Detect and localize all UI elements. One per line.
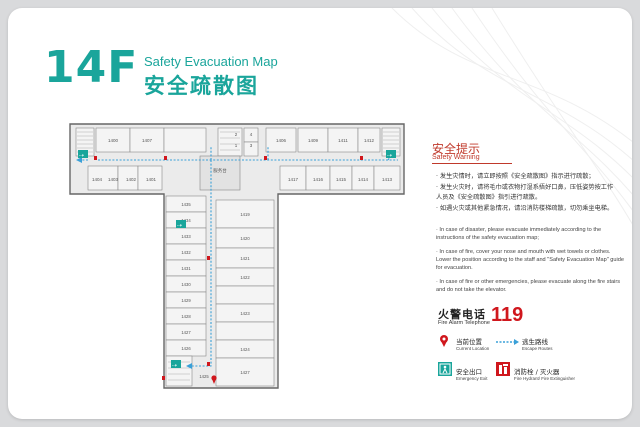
warning-divider <box>432 163 512 164</box>
room-label: 1406 <box>276 138 287 143</box>
legend-hydrant: 消防栓 / 灭火器 Fire Hydrant/ Fire Extinguishe… <box>514 368 576 381</box>
room-label: 1429 <box>181 298 191 303</box>
warning-cn-list: · 发生灾情时，请立即按照《安全疏散图》指示进行疏散； · 发生火灾时，请将毛巾… <box>436 172 616 215</box>
alarm-label-cn: 火警电话 <box>438 308 486 321</box>
service-core <box>199 155 241 191</box>
room-label: 1421 <box>240 256 250 261</box>
room-label: 1416 <box>313 177 324 182</box>
room <box>327 127 359 153</box>
stair-label: 3 <box>250 143 253 148</box>
legend-escape: 逃生路线 Escape Routes <box>522 338 553 351</box>
warning-cn-item: · 发生火灾时，请将毛巾或衣物打湿系捂好口鼻，压低姿势按工作人员及《安全疏散图》… <box>436 184 614 201</box>
stair-label: 1 <box>235 143 238 148</box>
room <box>265 127 297 153</box>
room-label: 1430 <box>181 282 191 287</box>
room-label: 1426 <box>181 346 191 351</box>
warning-en-item: · In case of fire or other emergencies, … <box>436 279 621 293</box>
room-label: 1431 <box>181 266 191 271</box>
room-label: 1417 <box>288 177 299 182</box>
room-label: 1433 <box>181 234 191 239</box>
room <box>215 199 275 229</box>
decorative-lines <box>391 8 632 225</box>
room <box>373 165 401 191</box>
room-label: 1414 <box>358 177 369 182</box>
room-label: 1400 <box>108 138 119 143</box>
warning-title: 安全提示 <box>432 142 481 156</box>
room <box>279 165 307 191</box>
warning-cn-item: · 如遇火灾或其他紧急情况，请沿消防楼梯疏散，切勿乘坐电梯。 <box>436 205 614 212</box>
room-label: 1435 <box>181 202 191 207</box>
location-pin-icon <box>440 335 448 347</box>
room-label: 1415 <box>336 177 347 182</box>
fire-hydrant-icon <box>496 362 510 376</box>
title-chinese: 安全疏散图 <box>144 74 259 98</box>
warning-en-item: · In case of fire, cover your nose and m… <box>436 249 624 271</box>
warning-subtitle: Safety Warning <box>432 154 480 161</box>
emergency-exit-icon <box>438 362 452 376</box>
room-label: 1420 <box>240 236 250 241</box>
room-label: 1402 <box>126 177 137 182</box>
stair-label: 2 <box>235 132 238 137</box>
svg-text:⇢: ⇢ <box>79 152 84 159</box>
room-label: 1401 <box>146 177 157 182</box>
room-label: 1427 <box>181 330 191 335</box>
room-label: 1419 <box>240 212 250 217</box>
room-label: 1413 <box>382 177 393 182</box>
legend-exit: 安全出口 Emergency Exit <box>456 368 488 381</box>
elevator <box>243 141 259 157</box>
legend-current: 当前位置 Current Location <box>456 338 490 351</box>
warning-en-item: · In case of disaster, please evacuate i… <box>436 227 602 241</box>
svg-text:⇢: ⇢ <box>387 152 392 159</box>
room-label: 1403 <box>108 177 119 182</box>
dotted-arrow-icon <box>496 339 519 345</box>
room-label: 1428 <box>181 314 191 319</box>
alarm-number: 119 <box>491 304 524 326</box>
room-label: 1404 <box>92 177 103 182</box>
emergency-exit-icon <box>78 150 396 368</box>
alarm-label-en: Fire Alarm Telephone <box>438 320 490 326</box>
room <box>163 127 207 153</box>
room-label: 1434 <box>181 218 191 223</box>
service-label: 服务台 <box>213 167 227 174</box>
room-label: 1422 <box>240 275 250 280</box>
fire-hydrant-icon <box>94 156 363 380</box>
room-label: 1409 <box>308 138 319 143</box>
room-label: 1423 <box>240 311 250 316</box>
room-label: 1411 <box>338 138 348 143</box>
room <box>137 165 163 191</box>
room-label: 1424 <box>240 347 250 352</box>
warning-en-list: · In case of disaster, please evacuate i… <box>436 226 624 300</box>
room-label: 1412 <box>364 138 375 143</box>
floor-number: 14F <box>44 42 139 93</box>
floor-plan: 1400 1407 1406 1409 1411 1412 1404 1403 … <box>69 123 405 389</box>
room-label: 1432 <box>181 250 191 255</box>
svg-text:⇢: ⇢ <box>172 362 177 369</box>
stair-mid <box>217 127 243 157</box>
room-label: 1425 <box>199 374 209 379</box>
title-english: Safety Evacuation Map <box>144 54 278 69</box>
location-pin-icon <box>211 375 217 384</box>
warning-cn-item: · 发生灾情时，请立即按照《安全疏散图》指示进行疏散； <box>436 173 595 180</box>
room-label: 1427 <box>240 370 250 375</box>
stair-label: 4 <box>250 132 253 137</box>
room-label: 1407 <box>142 138 153 143</box>
room <box>95 127 131 153</box>
evacuation-map-board: 14F Safety Evacuation Map 安全疏散图 <box>8 8 632 419</box>
svg-text:⇢: ⇢ <box>177 222 182 229</box>
room <box>357 127 381 153</box>
room <box>297 127 329 153</box>
room <box>129 127 165 153</box>
